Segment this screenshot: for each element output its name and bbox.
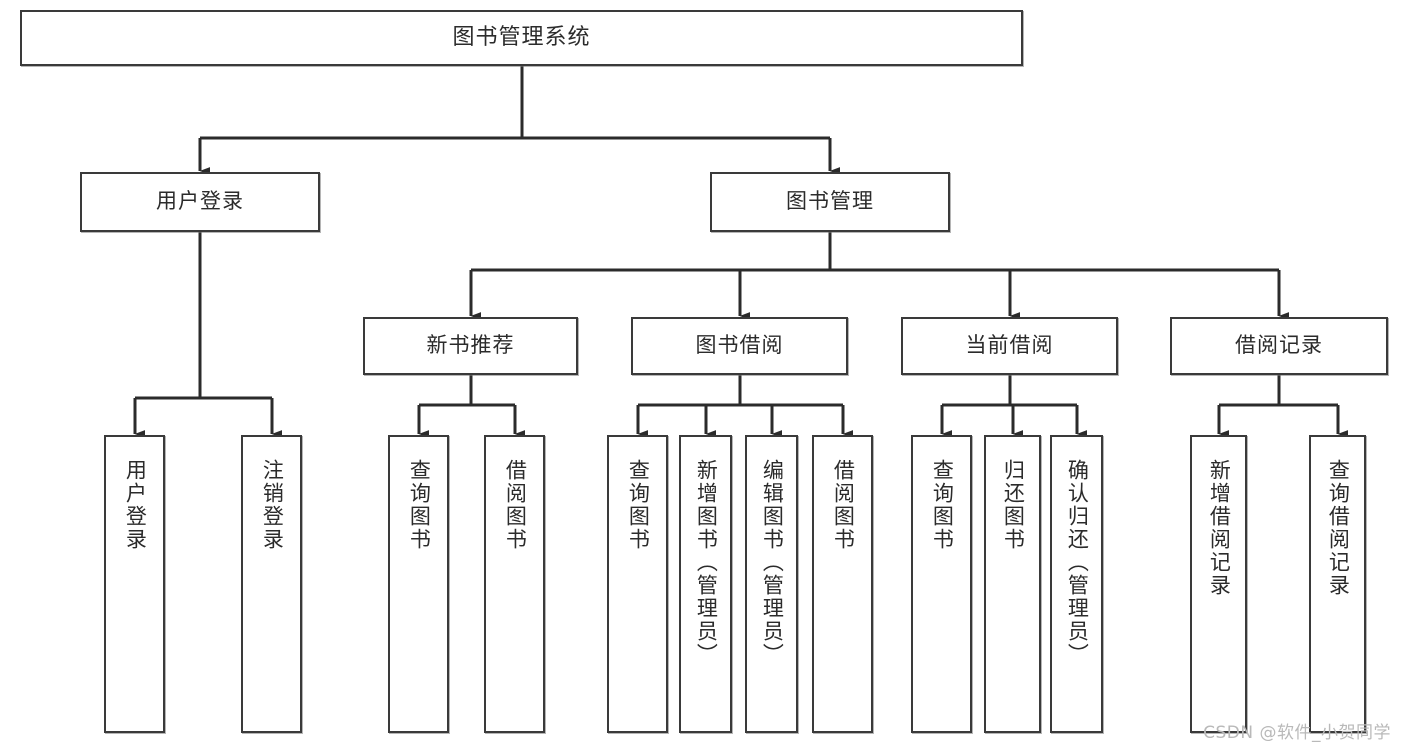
node-label-leaf-add-book: 新增图书（管理员）: [694, 459, 719, 666]
node-leaf-logout[interactable]: 注销登录: [241, 435, 302, 733]
node-label-leaf-borrow-book-1: 借阅图书: [503, 459, 528, 551]
node-current-borrow[interactable]: 当前借阅: [901, 317, 1118, 375]
node-leaf-add-book[interactable]: 新增图书（管理员）: [679, 435, 732, 733]
node-label-book-borrow: 图书借阅: [695, 333, 784, 358]
node-leaf-add-record[interactable]: 新增借阅记录: [1190, 435, 1247, 733]
node-borrow-record[interactable]: 借阅记录: [1170, 317, 1388, 375]
node-label-leaf-edit-book: 编辑图书（管理员）: [760, 459, 785, 666]
node-leaf-query-book-1[interactable]: 查询图书: [388, 435, 449, 733]
node-label-borrow-record: 借阅记录: [1235, 333, 1323, 358]
node-label-leaf-return-book: 归还图书: [1001, 459, 1026, 551]
node-leaf-borrow-book-1[interactable]: 借阅图书: [484, 435, 545, 733]
node-leaf-return-book[interactable]: 归还图书: [984, 435, 1041, 733]
node-label-leaf-confirm-return: 确认归还（管理员）: [1065, 459, 1090, 666]
node-label-leaf-add-record: 新增借阅记录: [1207, 459, 1232, 597]
node-label-leaf-query-record: 查询借阅记录: [1326, 459, 1351, 597]
node-label-book-manage: 图书管理: [786, 189, 874, 214]
node-leaf-query-book-2[interactable]: 查询图书: [607, 435, 668, 733]
node-label-leaf-query-book-2: 查询图书: [626, 459, 651, 551]
node-label-leaf-query-book-3: 查询图书: [930, 459, 955, 551]
node-label-leaf-borrow-book-2: 借阅图书: [831, 459, 856, 551]
node-label-current-borrow: 当前借阅: [965, 333, 1054, 358]
node-label-leaf-user-login: 用户登录: [123, 459, 148, 551]
node-label-new-book-rec: 新书推荐: [426, 333, 515, 358]
node-leaf-borrow-book-2[interactable]: 借阅图书: [812, 435, 873, 733]
node-leaf-query-book-3[interactable]: 查询图书: [911, 435, 972, 733]
node-leaf-user-login[interactable]: 用户登录: [104, 435, 165, 733]
csdn-watermark: CSDN @软件_小贺同学: [1203, 723, 1391, 743]
node-label-leaf-query-book-1: 查询图书: [407, 459, 432, 551]
node-label-leaf-logout: 注销登录: [260, 459, 285, 551]
node-leaf-query-record[interactable]: 查询借阅记录: [1309, 435, 1366, 733]
node-book-borrow[interactable]: 图书借阅: [631, 317, 848, 375]
node-book-manage[interactable]: 图书管理: [710, 172, 950, 232]
node-label-root: 图书管理系统: [452, 24, 591, 50]
node-leaf-edit-book[interactable]: 编辑图书（管理员）: [745, 435, 798, 733]
node-root[interactable]: 图书管理系统: [20, 10, 1023, 66]
node-new-book-rec[interactable]: 新书推荐: [363, 317, 578, 375]
node-user-login[interactable]: 用户登录: [80, 172, 320, 232]
node-leaf-confirm-return[interactable]: 确认归还（管理员）: [1050, 435, 1103, 733]
node-label-user-login: 用户登录: [156, 189, 244, 214]
